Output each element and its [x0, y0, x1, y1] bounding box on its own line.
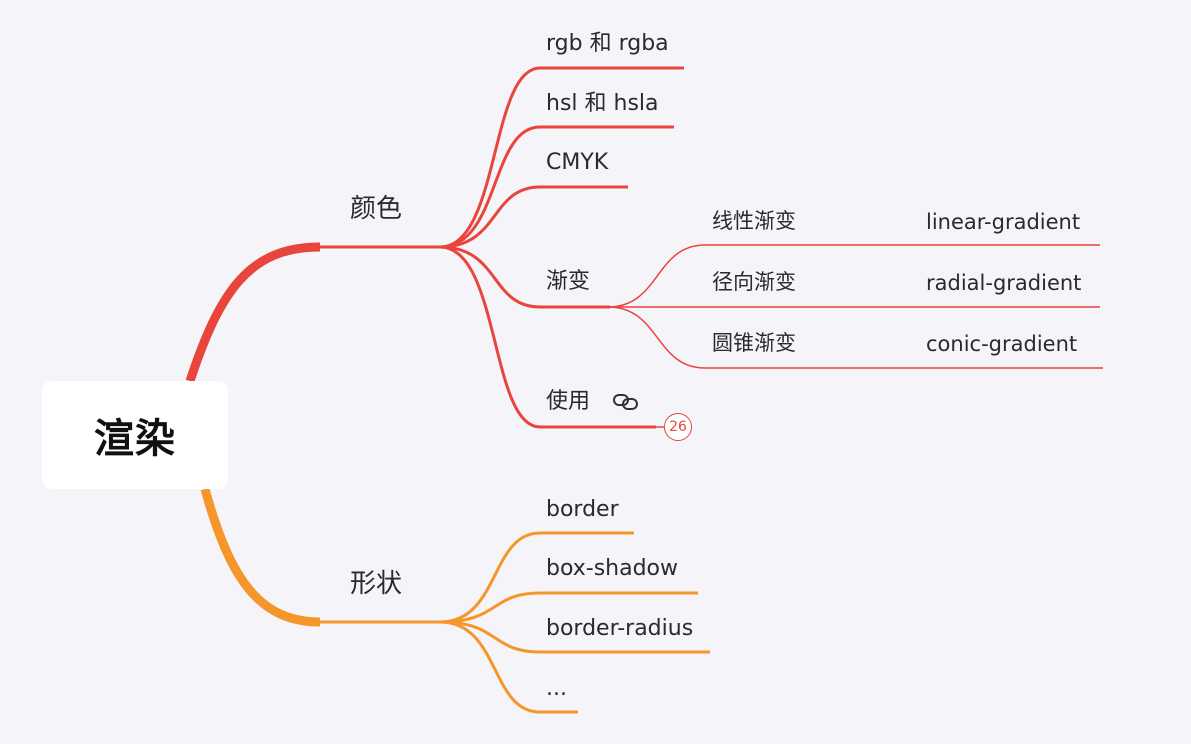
node-border[interactable]: border	[546, 497, 619, 522]
connector-shape-more	[439, 620, 578, 714]
node-rgb[interactable]: rgb 和 rgba	[546, 31, 669, 56]
node-radial[interactable]: 径向渐变	[712, 270, 796, 294]
root-node[interactable]: 渲染	[42, 381, 228, 489]
connector-color-gradient	[439, 245, 610, 309]
link-icon[interactable]	[612, 392, 640, 412]
branch-shape[interactable]: 形状	[350, 569, 403, 599]
node-more[interactable]: ...	[546, 676, 567, 701]
connector-shape-border	[439, 531, 634, 624]
node-linear-detail[interactable]: linear-gradient	[926, 210, 1081, 234]
count-badge[interactable]: 26	[664, 413, 692, 441]
node-conic[interactable]: 圆锥渐变	[712, 331, 796, 355]
node-box-shadow[interactable]: box-shadow	[546, 556, 679, 581]
branch-color[interactable]: 颜色	[350, 194, 403, 224]
node-conic-detail[interactable]: conic-gradient	[926, 332, 1078, 356]
node-gradient[interactable]: 渐变	[546, 269, 591, 294]
node-radial-detail[interactable]: radial-gradient	[926, 271, 1082, 295]
connector-gradient-linear	[607, 244, 1100, 308]
connector-gradient-conic	[607, 306, 1103, 369]
connector-color-hsl	[439, 125, 674, 249]
connector-root-shape	[200, 487, 321, 627]
connector-root-color	[185, 242, 321, 383]
root-label: 渲染	[94, 416, 176, 462]
node-hsl[interactable]: hsl 和 hsla	[546, 91, 659, 116]
node-linear[interactable]: 线性渐变	[712, 209, 796, 233]
connector-shape-radius	[439, 620, 710, 654]
node-border-radius[interactable]: border-radius	[546, 616, 694, 641]
node-cmyk[interactable]: CMYK	[546, 150, 609, 175]
connector-color-rgb	[439, 66, 684, 249]
connector-color-use	[439, 245, 656, 429]
connector-color-cmyk	[439, 185, 628, 249]
connector-shape-boxshadow	[439, 591, 698, 624]
node-use[interactable]: 使用	[546, 389, 591, 414]
